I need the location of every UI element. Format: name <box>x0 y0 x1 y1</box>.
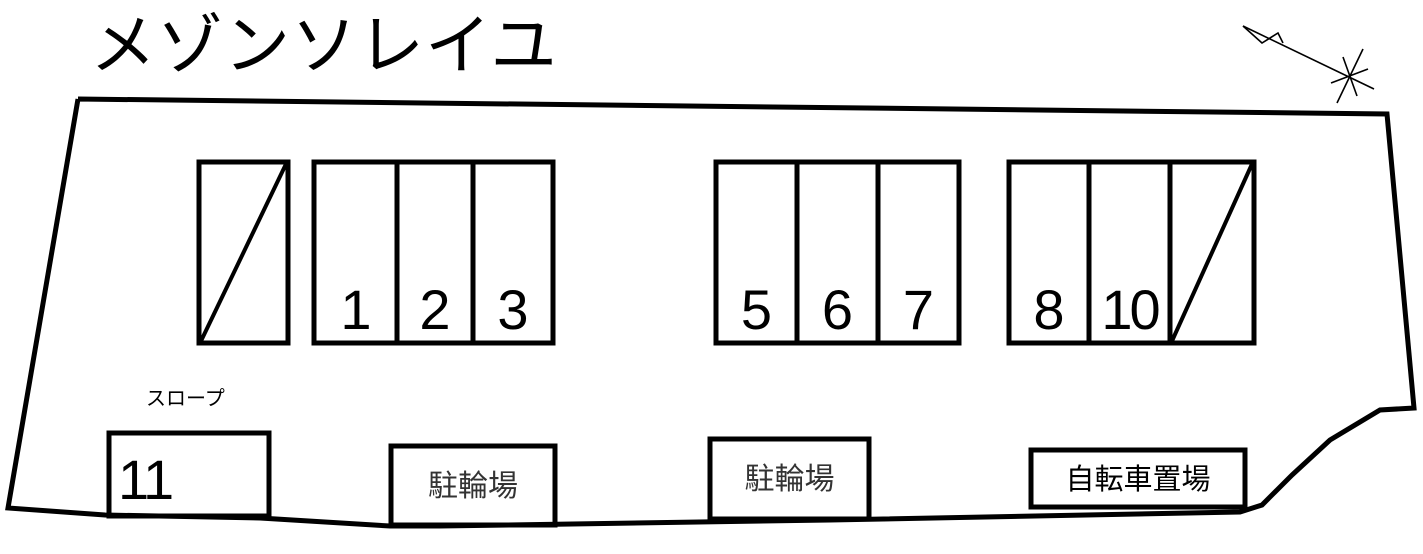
stall-number-5: 5 <box>740 278 773 341</box>
north-arrow-compass-icon <box>1242 25 1375 104</box>
bicycle-parking-box-2 <box>707 436 872 522</box>
bicycle-storage-label: 自転車置場 <box>1065 462 1211 496</box>
stall-group-8-10 <box>1006 159 1257 346</box>
stall-number-6: 6 <box>821 278 854 341</box>
slope-label: スロープ <box>146 386 225 410</box>
stall-number-1: 1 <box>340 278 372 341</box>
stall-number-11: 11 <box>118 448 174 511</box>
property-title: メゾンソレイユ <box>90 7 558 84</box>
stall-group-5-7 <box>713 159 962 346</box>
stall-unavailable-left <box>196 159 291 346</box>
bicycle-parking-label-2: 駐輪場 <box>744 462 835 497</box>
bicycle-parking-label-1: 駐輪場 <box>428 469 518 504</box>
stall-number-7: 7 <box>902 278 935 341</box>
bicycle-storage-box <box>1028 447 1248 510</box>
stall-number-10: 10 <box>1101 278 1160 341</box>
stall-11-box <box>106 430 272 519</box>
bicycle-parking-box-1 <box>388 443 558 528</box>
stall-number-3: 3 <box>497 278 529 341</box>
stall-number-2: 2 <box>419 278 451 341</box>
stall-group-1-3 <box>311 159 556 346</box>
stall-number-8: 8 <box>1033 278 1065 341</box>
